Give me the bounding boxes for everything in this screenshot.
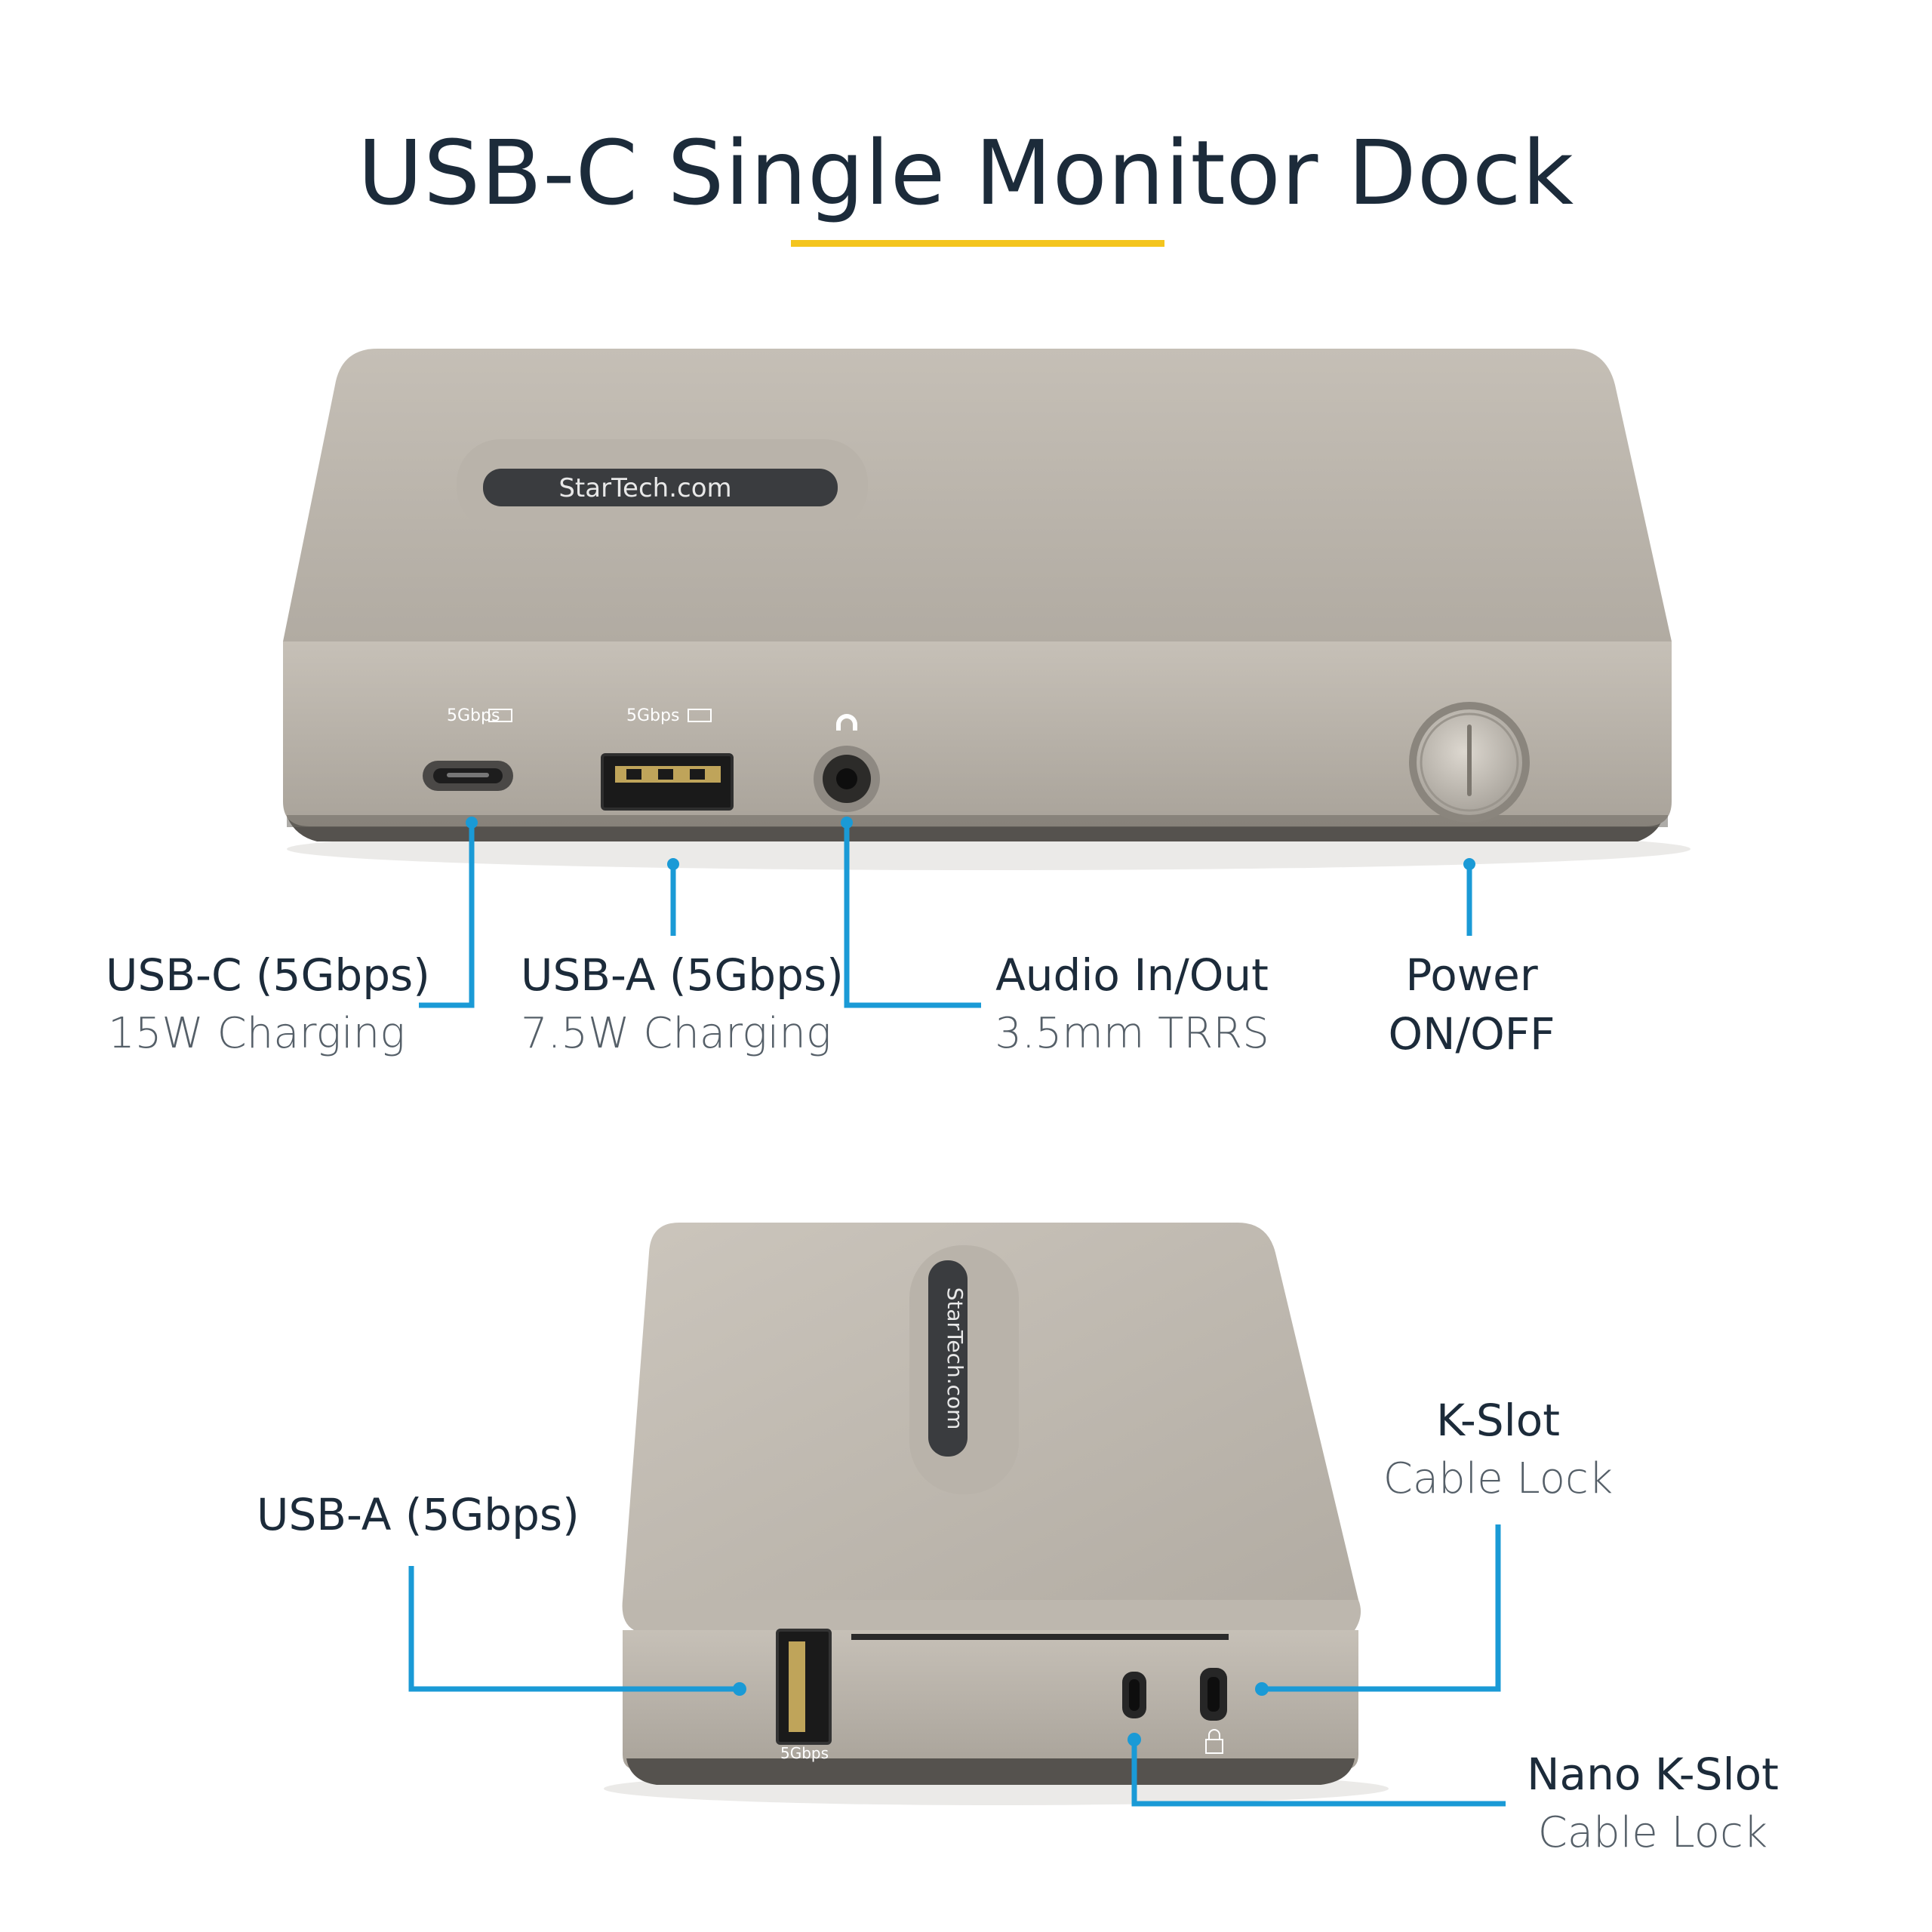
power-button[interactable] bbox=[1409, 702, 1530, 823]
callout-usb-a-front: USB-A (5Gbps) 7.5W Charging bbox=[521, 946, 844, 1063]
callout-nano-k-slot-sub: Cable Lock bbox=[1537, 1808, 1768, 1857]
callout-usb-a-front-title: USB-A (5Gbps) bbox=[521, 949, 844, 1001]
power-icon bbox=[1467, 724, 1472, 796]
callout-nano-k-slot: Nano K-Slot Cable Lock bbox=[1524, 1745, 1781, 1863]
usb-a-port-front[interactable]: 5Gbps bbox=[601, 706, 734, 811]
front-callout-dots bbox=[466, 817, 1475, 870]
front-dock-device: StarTech.com 5Gbps 5Gbps bbox=[283, 349, 1690, 870]
brand-logo-vertical bbox=[928, 1260, 968, 1457]
callout-usb-c-title: USB-C (5Gbps) bbox=[106, 949, 430, 1001]
svg-text:StarTech.com: StarTech.com bbox=[943, 1287, 968, 1430]
k-slot[interactable] bbox=[1200, 1668, 1227, 1754]
nano-k-slot[interactable] bbox=[1122, 1672, 1146, 1718]
front-callout-lines bbox=[419, 823, 1472, 1008]
callout-k-slot: K-Slot Cable Lock bbox=[1381, 1391, 1615, 1509]
card-slot[interactable] bbox=[851, 1634, 1229, 1640]
battery-charge-icon bbox=[488, 709, 512, 722]
side-callout-dots bbox=[733, 1682, 1269, 1746]
side-dock-device: StarTech.com 5Gbps bbox=[604, 1223, 1389, 1805]
usb-a-marking: 5Gbps bbox=[626, 706, 679, 725]
callout-usb-a-side-title: USB-A (5Gbps) bbox=[257, 1489, 580, 1540]
callout-power: Power ON/OFF bbox=[1358, 946, 1585, 1063]
battery-charge-icon bbox=[688, 709, 712, 722]
usb-a-port-side[interactable]: 5Gbps bbox=[776, 1629, 832, 1762]
usb-a-side-marking: 5Gbps bbox=[780, 1744, 829, 1762]
callout-audio-title: Audio In/Out bbox=[995, 949, 1269, 1001]
usb-c-port[interactable]: 5Gbps bbox=[423, 706, 513, 791]
callout-usb-c: USB-C (5Gbps) 15W Charging bbox=[106, 946, 430, 1063]
callout-nano-k-slot-title: Nano K-Slot bbox=[1527, 1749, 1779, 1800]
callout-k-slot-title: K-Slot bbox=[1435, 1395, 1561, 1446]
side-callout-lines bbox=[408, 1524, 1506, 1807]
callout-audio: Audio In/Out 3.5mm TRRS bbox=[989, 946, 1275, 1063]
callout-usb-a-front-sub: 7.5W Charging bbox=[521, 1009, 832, 1058]
callout-power-title: Power bbox=[1405, 949, 1538, 1001]
svg-text:StarTech.com: StarTech.com bbox=[558, 473, 731, 503]
callout-k-slot-sub: Cable Lock bbox=[1383, 1454, 1614, 1503]
callout-power-sub: ON/OFF bbox=[1388, 1008, 1555, 1060]
brand-logo bbox=[483, 469, 838, 506]
callout-audio-sub: 3.5mm TRRS bbox=[995, 1009, 1269, 1058]
padlock-icon bbox=[1205, 1729, 1223, 1754]
headset-icon bbox=[836, 714, 857, 731]
callout-usb-c-sub: 15W Charging bbox=[108, 1009, 405, 1058]
page-title: USB-C Single Monitor Dock bbox=[357, 121, 1575, 225]
callout-usb-a-side: USB-A (5Gbps) bbox=[257, 1485, 580, 1544]
title-underline bbox=[791, 240, 1164, 247]
audio-jack[interactable] bbox=[814, 714, 880, 812]
